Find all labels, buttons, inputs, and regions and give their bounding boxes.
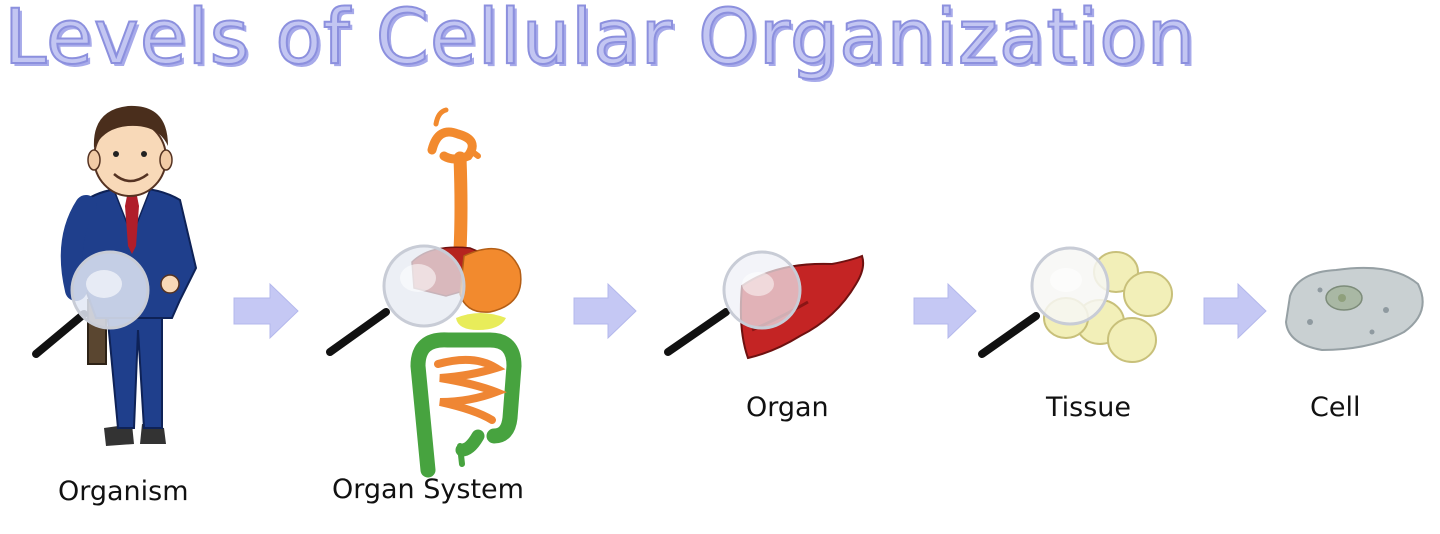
stage-label-cell: Cell bbox=[1310, 392, 1361, 423]
arrow-right-icon bbox=[913, 282, 977, 340]
liver-icon bbox=[664, 250, 865, 360]
stage-label-organ: Organ bbox=[746, 392, 829, 423]
cell-icon bbox=[1284, 266, 1424, 352]
digestive-system-icon bbox=[326, 107, 522, 478]
stage-label-tissue: Tissue bbox=[1046, 392, 1132, 423]
arrow-right-icon bbox=[1203, 282, 1267, 340]
person-icon bbox=[32, 105, 198, 446]
stage-label-organism: Organism bbox=[58, 476, 189, 507]
arrow-right-icon bbox=[233, 282, 299, 340]
stage-label-organ-system: Organ System bbox=[332, 474, 524, 505]
tissue-cells-icon bbox=[978, 246, 1173, 363]
arrow-right-icon bbox=[573, 282, 637, 340]
diagram-title: Levels of Cellular Organization bbox=[3, 0, 1196, 82]
